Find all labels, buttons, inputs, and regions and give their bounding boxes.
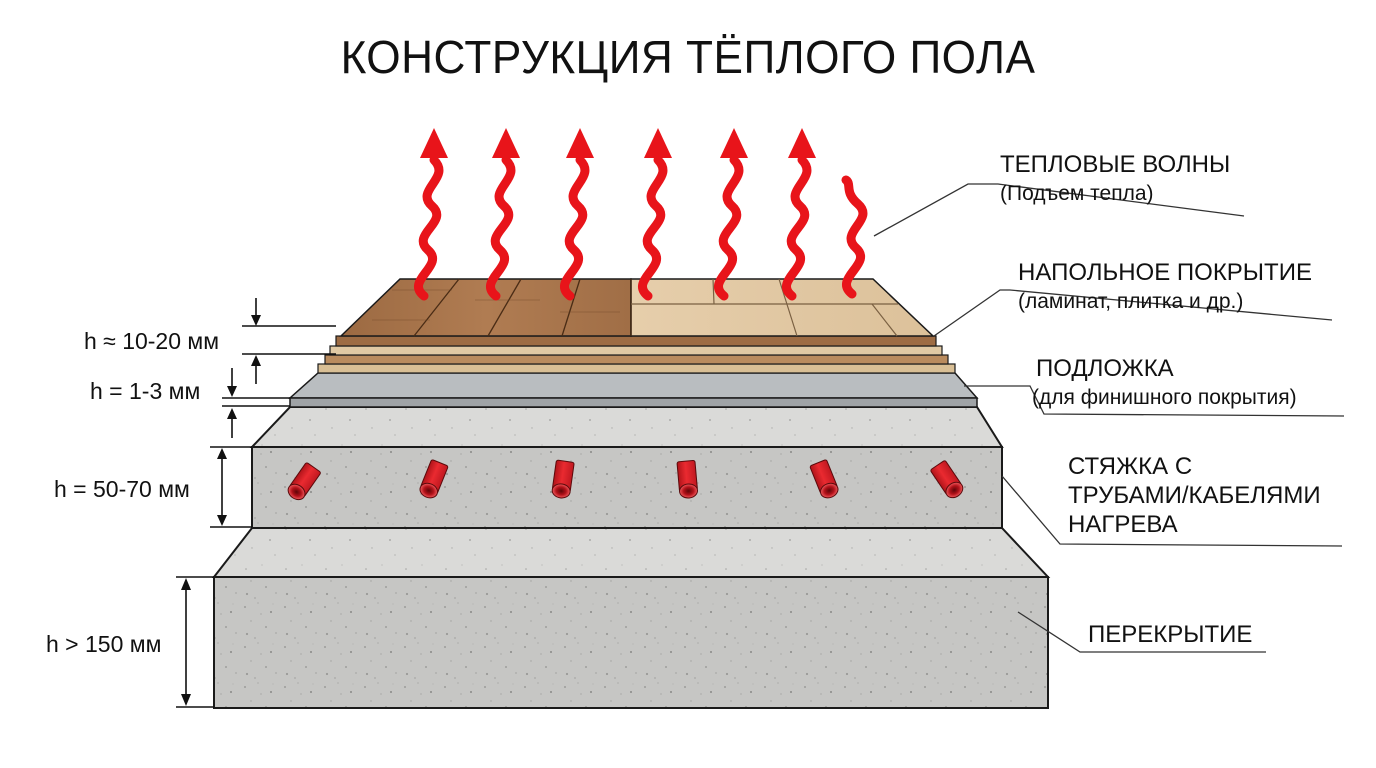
dimension-floor-covering: h ≈ 10-20 мм <box>84 328 220 354</box>
leader-underlay <box>964 385 1345 417</box>
dimension-arrow-icon <box>227 408 237 438</box>
label-floor-covering-line1: НАПОЛЬНОЕ ПОКРЫТИЕ <box>1018 259 1312 286</box>
heating-pipe-icon <box>930 460 964 499</box>
label-floor-covering-line2: (ламинат, плитка и др.) <box>1018 290 1244 313</box>
label-slab-line1: ПЕРЕКРЫТИЕ <box>1088 621 1253 648</box>
label-underlay-line2: (для финишного покрытия) <box>1032 386 1297 409</box>
underlay-layer <box>288 372 979 408</box>
heating-pipes <box>287 459 964 501</box>
dimension-arrow-icon <box>251 298 261 326</box>
label-underlay: ПОДЛОЖКА (для финишного покрытия) <box>1032 354 1297 412</box>
dimension-slab: h > 150 мм <box>46 631 162 657</box>
leader-lines <box>873 183 1345 653</box>
label-floor-covering: НАПОЛЬНОЕ ПОКРЫТИЕ (ламинат, плитка и др… <box>1018 258 1312 316</box>
diagram-title: КОНСТРУКЦИЯ ТЁПЛОГО ПОЛА <box>340 31 1036 83</box>
heat-waves <box>414 128 868 301</box>
label-heat-waves-line2: (Подъем тепла) <box>1000 182 1154 205</box>
dimension-underlay: h = 1-3 мм <box>90 378 201 404</box>
leader-heat-waves <box>873 183 1245 237</box>
heat-wave-arrow-icon <box>560 128 594 301</box>
heating-pipe-icon <box>419 459 449 499</box>
dimension-arrow-icon <box>181 578 191 706</box>
heat-wave-arrow-icon <box>782 128 816 301</box>
slab-layer <box>211 527 1051 709</box>
heating-pipe-icon <box>287 462 321 501</box>
leader-floor-covering <box>933 289 1333 337</box>
floor-covering-layer <box>317 278 956 374</box>
leader-slab <box>1017 611 1266 653</box>
label-screed-line1: СТЯЖКА С <box>1068 453 1193 480</box>
screed-layer <box>249 406 1004 529</box>
label-underlay-line1: ПОДЛОЖКА <box>1036 355 1174 382</box>
label-slab: ПЕРЕКРЫТИЕ <box>1088 620 1252 649</box>
label-screed-line3: НАГРЕВА <box>1068 511 1178 538</box>
label-heat-waves: ТЕПЛОВЫЕ ВОЛНЫ (Подъем тепла) <box>1000 150 1230 208</box>
dimension-screed: h = 50-70 мм <box>54 476 190 502</box>
heat-wave-arrow-icon <box>714 128 748 301</box>
leader-screed <box>1001 475 1343 547</box>
heating-pipe-icon <box>809 459 839 499</box>
heat-wave-arrow-icon <box>414 128 448 301</box>
dimension-arrow-icon <box>251 355 261 384</box>
label-screed-line2: ТРУБАМИ/КАБЕЛЯМИ <box>1068 482 1321 509</box>
heat-wave-arrow-icon <box>638 128 672 301</box>
heat-wave-arrow-icon <box>486 128 520 301</box>
dimension-arrow-icon <box>217 448 227 526</box>
heat-wave-arrow-icon <box>841 175 868 299</box>
label-heat-waves-line1: ТЕПЛОВЫЕ ВОЛНЫ <box>1000 151 1231 178</box>
heating-pipe-icon <box>551 459 575 499</box>
heating-pipe-icon <box>676 459 699 499</box>
dimension-markers <box>176 298 336 708</box>
dimension-arrow-icon <box>227 368 237 397</box>
label-screed: СТЯЖКА С ТРУБАМИ/КАБЕЛЯМИ НАГРЕВА <box>1068 452 1321 539</box>
